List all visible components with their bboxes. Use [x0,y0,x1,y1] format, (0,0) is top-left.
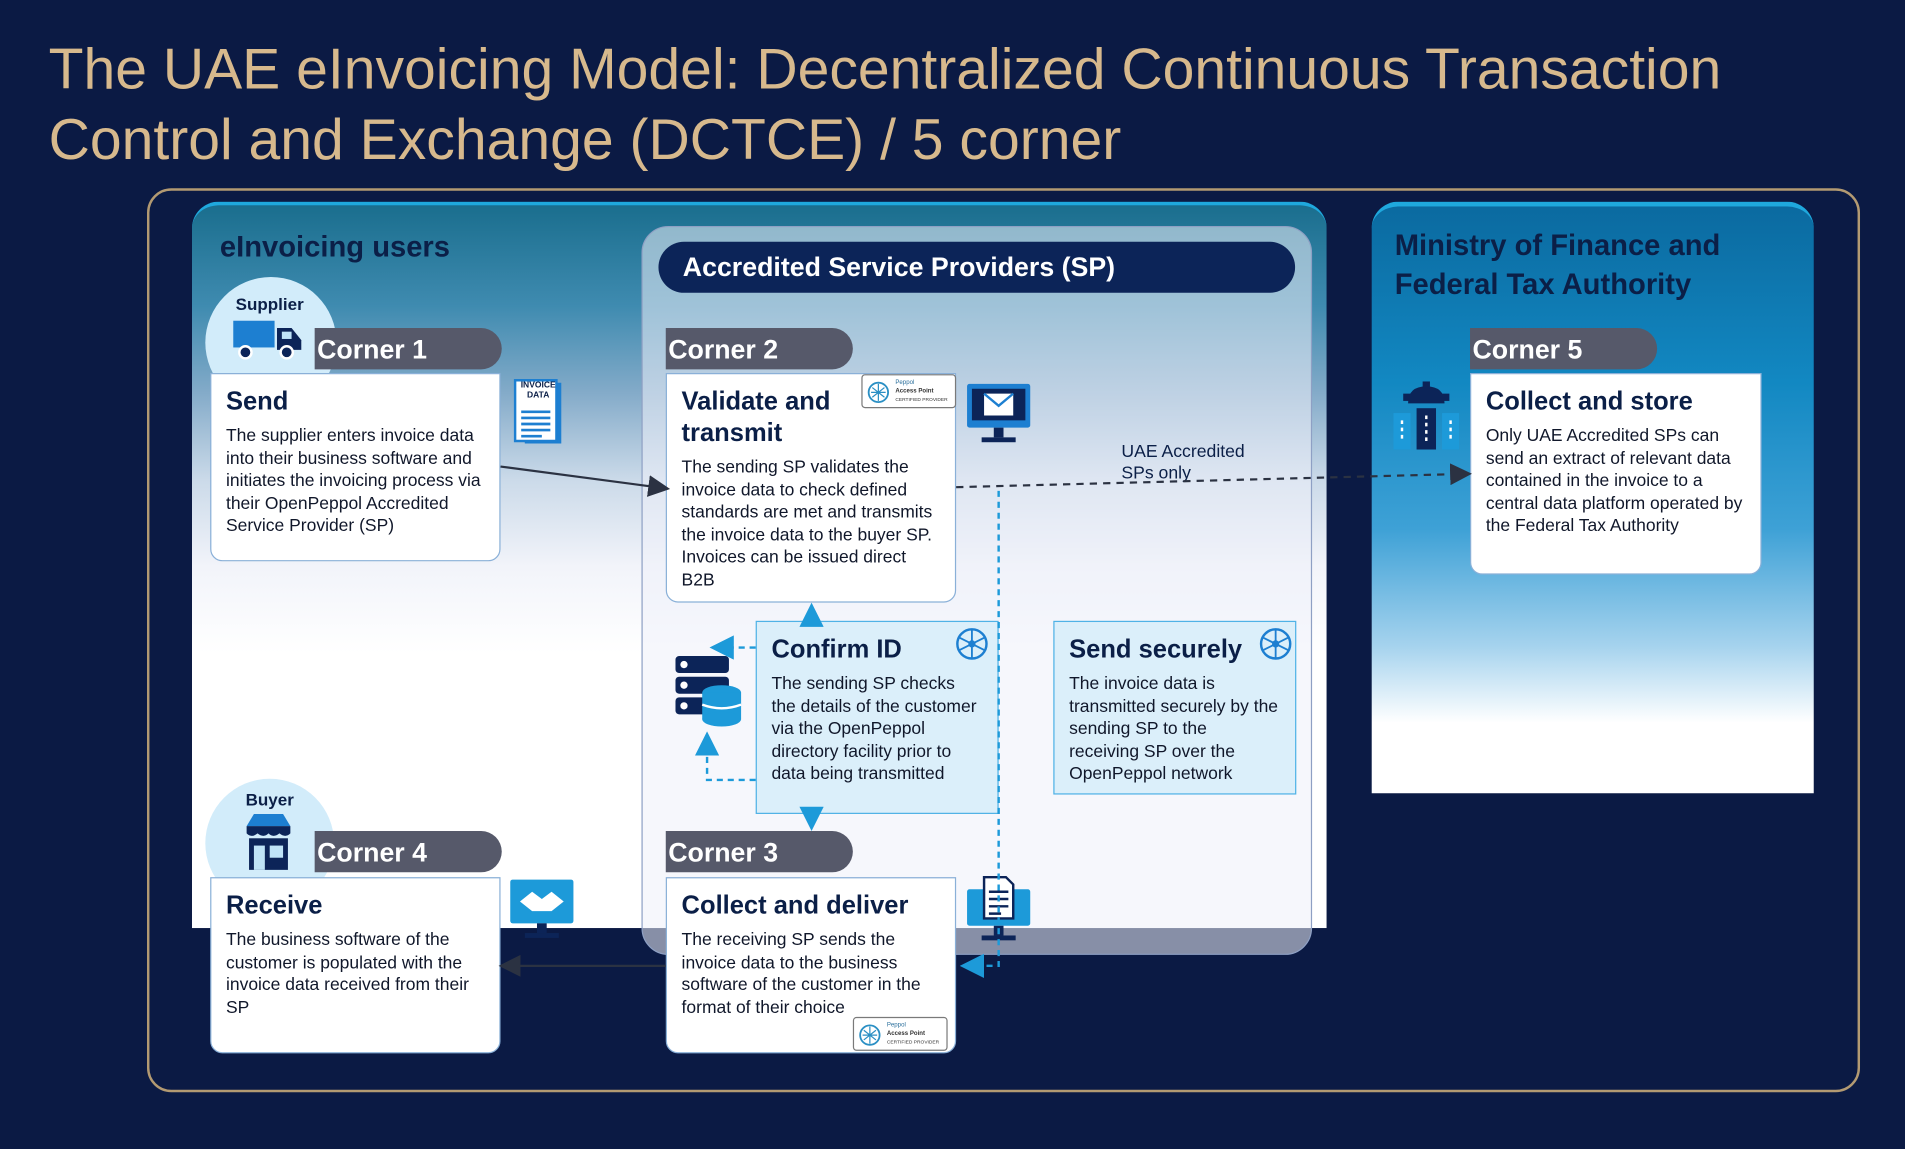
confirm-id-text: The sending SP checks the details of the… [771,674,977,785]
peppol-badge-top: Peppol Access Point CERTIFIED PROVIDER [861,374,957,409]
corner-3-title: Collect and deliver [681,891,909,920]
send-securely-card: Send securely The invoice data is transm… [1053,620,1297,795]
page-title: The UAE eInvoicing Model: Decentralized … [48,36,1722,172]
server-database-icon [675,656,742,727]
monitor-mail-icon [967,383,1031,443]
corner-4-card: Receive The business software of the cus… [210,877,501,1054]
truck-icon [233,320,302,360]
peppol-badge-line2: Access Point [895,387,934,395]
peppol-logo-icon [859,1024,881,1046]
peppol-badge-bottom: Peppol Access Point CERTIFIED PROVIDER [852,1016,948,1051]
corner-3-label: Corner 3 [665,830,853,873]
send-securely-title: Send securely [1069,635,1243,664]
confirm-id-card: Confirm ID The sending SP checks the det… [755,620,999,814]
corner-2-card: Validate and transmit The sending SP val… [665,372,957,603]
corner-4-text: The business software of the customer is… [225,930,469,1018]
supplier-label: Supplier [235,294,304,314]
network-globe-icon [956,628,988,660]
corner-5-text: Only UAE Accredited SPs can send an extr… [1485,426,1743,537]
network-to-collect-arrow [959,490,1000,978]
corner-1-title: Send [225,387,289,416]
peppol-logo-icon [867,381,890,404]
send-securely-text: The invoice data is transmitted securely… [1069,674,1279,785]
shop-icon [246,813,291,870]
diagram-frame [147,188,1861,1093]
ministry-panel-title: Ministry of Finance and Federal Tax Auth… [1394,229,1721,302]
invoice-document-icon [513,379,562,444]
corner-5-label: Corner 5 [1470,328,1658,370]
corner-3-text: The receiving SP sends the invoice data … [681,930,921,1018]
peppol-badge-line3: CERTIFIED PROVIDER [886,1038,940,1045]
users-panel-title: eInvoicing users [219,230,451,264]
directory-to-confirm-arrow [694,731,756,782]
corner-2-title: Validate and transmit [681,387,831,448]
arrow-note: UAE Accredited SPs only [1121,442,1245,484]
peppol-badge-line1: Peppol [886,1021,906,1030]
buyer-label: Buyer [245,789,294,810]
corner-4-label: Corner 4 [314,830,502,873]
peppol-badge-line1: Peppol [895,379,915,387]
sp-to-fta-arrow [956,463,1472,489]
corner-5-card: Collect and store Only UAE Accredited SP… [1470,372,1762,575]
corner-1-label: Corner 1 [314,328,502,370]
peppol-badge-line3: CERTIFIED PROVIDER [895,396,948,403]
invoice-icon-label: INVOICE DATA [520,381,556,400]
sp-panel-header: Accredited Service Providers (SP) [658,241,1296,293]
corner-2-text: The sending SP validates the invoice dat… [681,458,933,591]
network-globe-icon [1259,628,1292,660]
peppol-badge-line2: Access Point [886,1030,926,1038]
corner-1-card: Send The supplier enters invoice data in… [210,372,501,562]
corner-1-text: The supplier enters invoice data into th… [225,426,481,537]
send-to-validate-arrow [500,465,671,497]
corner-5-title: Collect and store [1485,387,1693,416]
gear-building-icon [1393,381,1460,450]
handshake-monitor-icon [510,879,574,938]
corner-4-title: Receive [225,891,323,920]
confirm-id-title: Confirm ID [771,635,902,664]
corner-2-label: Corner 2 [665,328,853,370]
